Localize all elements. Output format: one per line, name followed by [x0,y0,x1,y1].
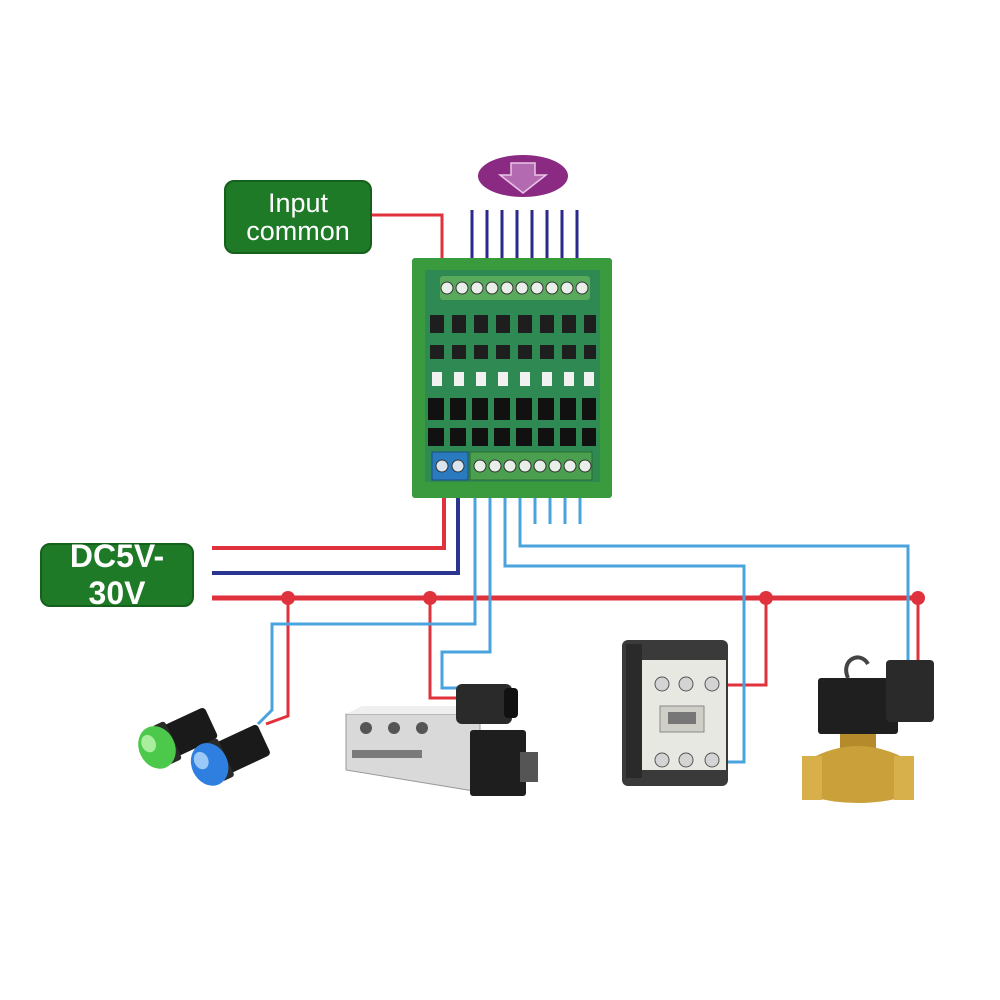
spare-output-wires [533,498,582,524]
input-common-wire [372,213,444,258]
input-wires [470,210,579,258]
water-solenoid-valve-icon [802,655,934,803]
power-negative-wire [212,498,460,575]
output-wires [256,498,910,764]
optocoupler-chips [430,315,596,359]
mosfets [428,398,596,446]
power-supply-label: DC5V-30V [40,538,194,611]
io-board [412,258,612,498]
load-positive-rail [212,595,920,726]
power-supply-text: DC5V-30V [69,538,165,611]
input-terminal-block [440,281,589,295]
power-terminal-block [431,451,469,481]
input-common-text: Input common [246,188,350,246]
indicator-lamp-icon [138,707,270,786]
input-common-label: Input common [224,180,372,254]
solenoid-valve-icon [345,684,538,796]
rail-junctions [281,591,925,605]
output-terminal-block [469,451,593,481]
contactor-icon [622,640,728,786]
input-arrow-icon [478,155,568,197]
resistors [432,372,594,386]
power-positive-wire [212,498,446,550]
